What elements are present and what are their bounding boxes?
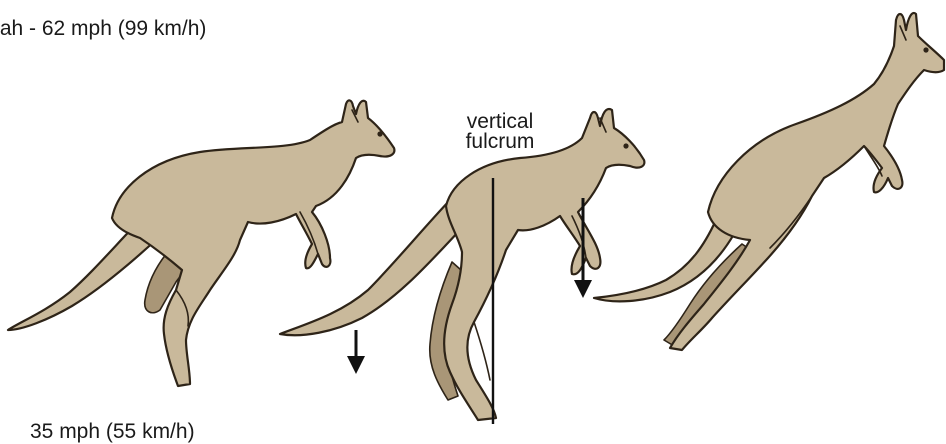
kangaroo-locomotion-diagram: tah - 62 mph (99 km/h) 35 mph (55 km/h) … xyxy=(0,0,946,428)
kangaroo-1 xyxy=(8,100,394,386)
down-arrow-icon xyxy=(347,330,365,374)
kangaroo-3 xyxy=(594,13,944,350)
kangaroo-illustration xyxy=(0,0,946,428)
